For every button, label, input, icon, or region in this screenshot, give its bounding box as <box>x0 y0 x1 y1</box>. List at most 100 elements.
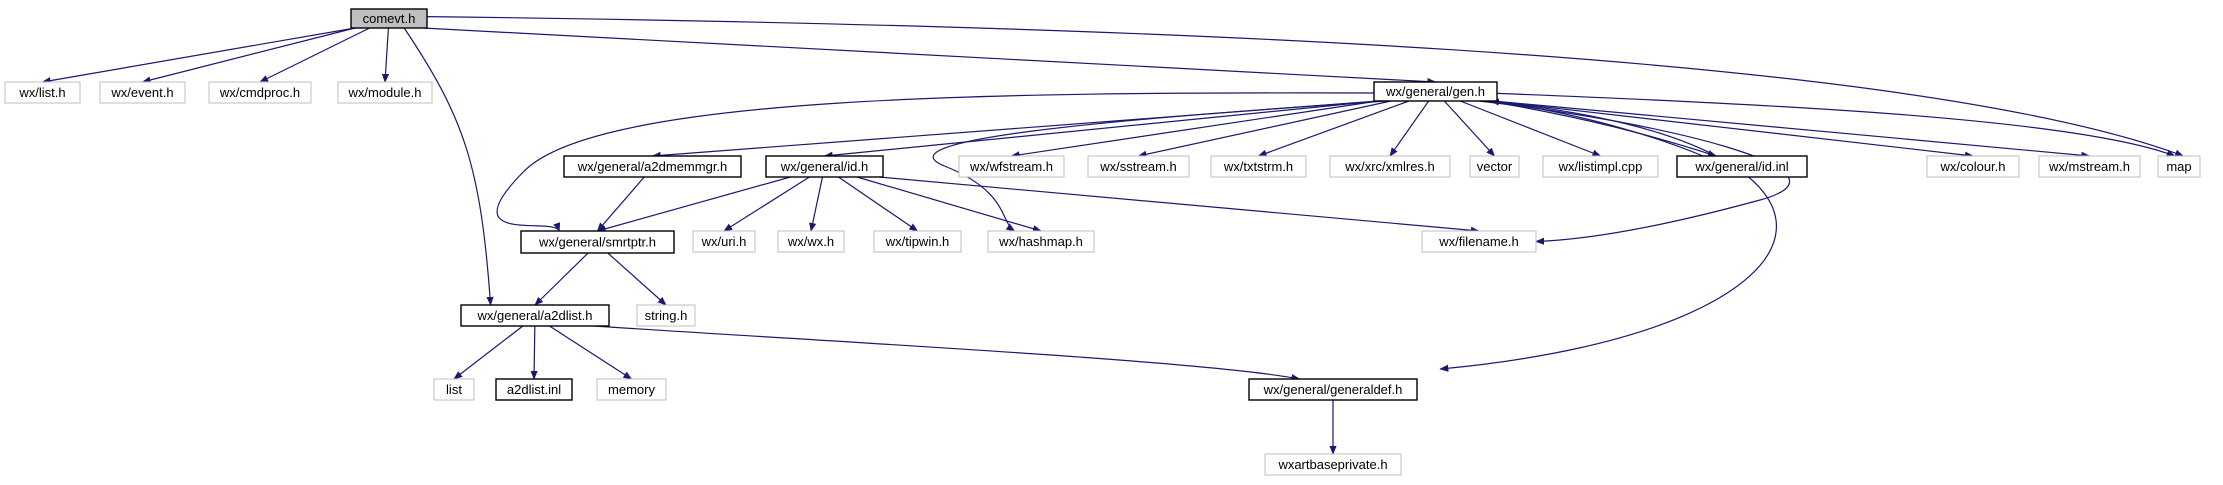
node-stringh[interactable]: string.h <box>636 304 696 327</box>
node-box-xmlres[interactable] <box>1329 155 1451 178</box>
node-box-memory[interactable] <box>596 378 667 401</box>
edge-gen-to-colour <box>1492 100 1974 159</box>
edge-gen-to-id <box>823 100 1379 159</box>
node-box-wfstream[interactable] <box>958 155 1065 178</box>
node-label-uri: wx/uri.h <box>701 234 747 249</box>
node-box-a2dmemmgr[interactable] <box>563 155 742 178</box>
node-label-wxh: wx/wx.h <box>787 234 834 249</box>
node-box-module[interactable] <box>337 81 433 104</box>
node-box-hashmap[interactable] <box>987 230 1095 253</box>
node-mstream[interactable]: wx/mstream.h <box>2038 155 2141 178</box>
node-box-comevt[interactable] <box>350 8 428 29</box>
node-box-cmdproc[interactable] <box>208 81 312 104</box>
node-label-wfstream: wx/wfstream.h <box>969 159 1053 174</box>
node-box-wxevent[interactable] <box>99 81 186 104</box>
node-box-stringh[interactable] <box>636 304 696 327</box>
node-smrtptr[interactable]: wx/general/smrtptr.h <box>520 230 675 254</box>
node-box-list[interactable] <box>433 378 475 401</box>
node-label-hashmap: wx/hashmap.h <box>998 234 1083 249</box>
node-box-generaldef[interactable] <box>1248 378 1418 401</box>
edge-comevt-to-module <box>381 27 390 83</box>
node-a2dmemmgr[interactable]: wx/general/a2dmemmgr.h <box>563 155 742 178</box>
node-wxevent[interactable]: wx/event.h <box>99 81 186 104</box>
node-box-idinl[interactable] <box>1676 155 1808 178</box>
node-label-a2dmemmgr: wx/general/a2dmemmgr.h <box>577 159 728 174</box>
node-map[interactable]: map <box>2157 155 2201 178</box>
node-label-sstream: wx/sstream.h <box>1099 159 1177 174</box>
node-label-id: wx/general/id.h <box>780 159 868 174</box>
node-label-map: map <box>2166 159 2191 174</box>
node-filename[interactable]: wx/filename.h <box>1421 230 1537 253</box>
node-box-wxh[interactable] <box>777 230 845 253</box>
edge-gen-to-xmlres <box>1389 100 1430 157</box>
edge-gen-to-vector <box>1443 100 1496 157</box>
edge-gen-to-txtstrm <box>1257 100 1410 157</box>
edge-id-to-wxh <box>809 176 824 232</box>
edge-comevt-to-a2dlist <box>403 27 494 306</box>
node-uri[interactable]: wx/uri.h <box>692 230 756 253</box>
node-box-listimpl[interactable] <box>1542 155 1659 178</box>
node-wfstream[interactable]: wx/wfstream.h <box>958 155 1065 178</box>
node-txtstrm[interactable]: wx/txtstrm.h <box>1210 155 1307 178</box>
node-generaldef[interactable]: wx/general/generaldef.h <box>1248 378 1418 401</box>
node-box-smrtptr[interactable] <box>520 230 675 254</box>
node-xmlres[interactable]: wx/xrc/xmlres.h <box>1329 155 1451 178</box>
node-wxartbase[interactable]: wxartbaseprivate.h <box>1264 453 1402 476</box>
node-cmdproc[interactable]: wx/cmdproc.h <box>208 81 312 104</box>
node-label-generaldef: wx/general/generaldef.h <box>1263 382 1403 397</box>
edge-gen-to-hashmap <box>932 100 1387 232</box>
edge-comevt-to-cmdproc <box>259 27 370 83</box>
edges-layer <box>41 16 2185 455</box>
node-wxh[interactable]: wx/wx.h <box>777 230 845 253</box>
edge-idinl-to-gen <box>1489 98 1704 157</box>
node-sstream[interactable]: wx/sstream.h <box>1087 155 1190 178</box>
edge-comevt-to-gen <box>422 27 1437 86</box>
node-box-a2dlist[interactable] <box>460 304 610 327</box>
node-id[interactable]: wx/general/id.h <box>765 155 884 178</box>
node-box-colour[interactable] <box>1926 155 2020 178</box>
node-tipwin[interactable]: wx/tipwin.h <box>873 230 962 253</box>
node-label-smrtptr: wx/general/smrtptr.h <box>538 235 656 250</box>
node-label-gen: wx/general/gen.h <box>1385 84 1485 99</box>
node-box-uri[interactable] <box>692 230 756 253</box>
node-box-tipwin[interactable] <box>873 230 962 253</box>
node-hashmap[interactable]: wx/hashmap.h <box>987 230 1095 253</box>
node-box-sstream[interactable] <box>1087 155 1190 178</box>
edge-a2dlist-to-list <box>453 325 524 380</box>
node-label-list: list <box>446 382 462 397</box>
node-box-a2dlistinl[interactable] <box>495 378 573 401</box>
edge-gen-to-map <box>1496 92 2176 157</box>
node-box-id[interactable] <box>765 155 884 178</box>
edge-id-to-hashmap <box>856 176 1042 233</box>
node-box-wxartbase[interactable] <box>1264 453 1402 476</box>
node-module[interactable]: wx/module.h <box>337 81 433 104</box>
node-box-vector[interactable] <box>1469 155 1520 178</box>
edge-id-to-uri <box>723 176 810 232</box>
edge-gen-to-wfstream <box>1010 100 1379 159</box>
node-box-mstream[interactable] <box>2038 155 2141 178</box>
node-wxlist[interactable]: wx/list.h <box>4 81 81 104</box>
node-box-wxlist[interactable] <box>4 81 81 104</box>
node-memory[interactable]: memory <box>596 378 667 401</box>
node-label-mstream: wx/mstream.h <box>2048 159 2130 174</box>
edge-a2dlist-to-a2dlistinl <box>530 325 538 380</box>
node-vector[interactable]: vector <box>1469 155 1520 178</box>
node-listimpl[interactable]: wx/listimpl.cpp <box>1542 155 1659 178</box>
edge-comevt-to-map <box>426 16 2185 157</box>
node-a2dlist[interactable]: wx/general/a2dlist.h <box>460 304 610 327</box>
node-a2dlistinl[interactable]: a2dlist.inl <box>495 378 573 401</box>
node-box-gen[interactable] <box>1373 81 1498 102</box>
node-label-listimpl: wx/listimpl.cpp <box>1558 159 1643 174</box>
edge-id-to-tipwin <box>838 176 919 232</box>
node-label-idinl: wx/general/id.inl <box>1694 159 1788 174</box>
node-comevt[interactable]: comevt.h <box>350 8 428 29</box>
node-gen[interactable]: wx/general/gen.h <box>1373 81 1498 102</box>
node-colour[interactable]: wx/colour.h <box>1926 155 2020 178</box>
node-idinl[interactable]: wx/general/id.inl <box>1676 155 1808 178</box>
edge-a2dlist-to-generaldef <box>594 325 1301 382</box>
node-box-filename[interactable] <box>1421 230 1537 253</box>
node-list[interactable]: list <box>433 378 475 401</box>
node-box-txtstrm[interactable] <box>1210 155 1307 178</box>
node-box-map[interactable] <box>2157 155 2201 178</box>
